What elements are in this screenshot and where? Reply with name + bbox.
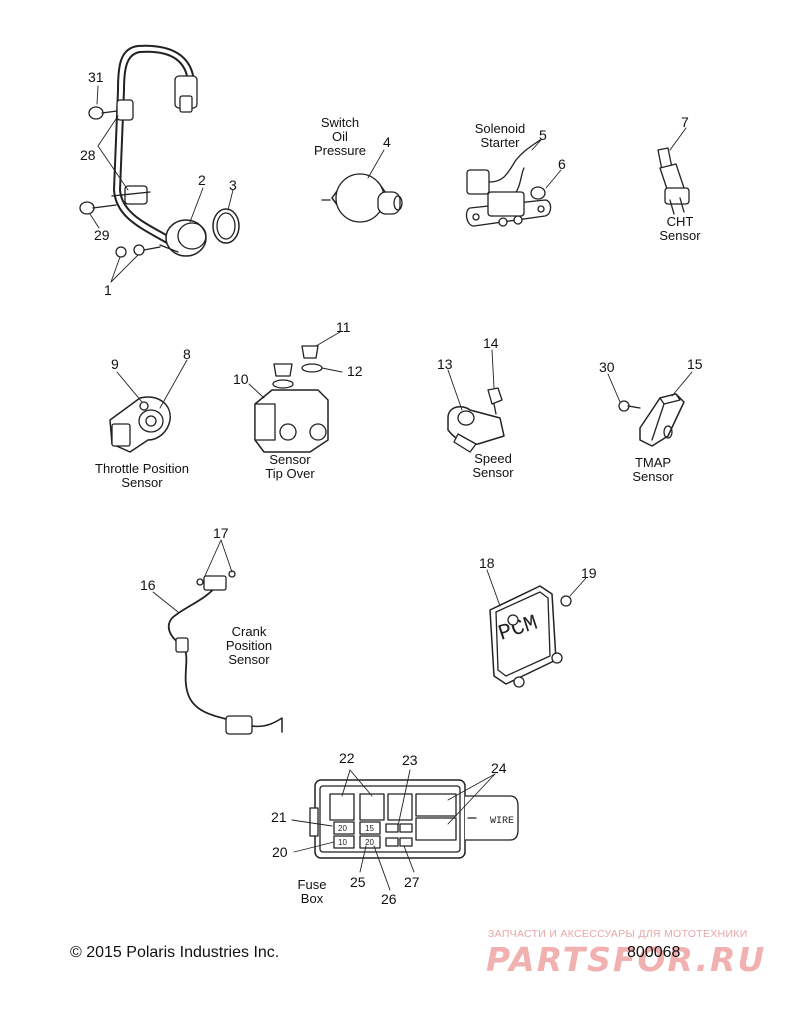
part-number-4: 4	[383, 134, 391, 150]
caption-tip-over-sensor: Sensor Tip Over	[265, 452, 315, 481]
part-number-6: 6	[558, 156, 566, 172]
part-number-24: 24	[491, 760, 507, 776]
part-number-14: 14	[483, 335, 499, 351]
watermark-logo: PARTSFOR.RU	[486, 940, 767, 979]
part-number-2: 2	[198, 172, 206, 188]
part-number-7: 7	[681, 114, 689, 130]
watermark-tagline: ЗАПЧАСТИ И АКСЕССУАРЫ ДЛЯ МОТОТЕХНИКИ	[488, 928, 748, 940]
o2-sensor-harness-drawing	[79, 44, 240, 258]
part-number-9: 9	[111, 356, 119, 372]
part-number-30: 30	[599, 359, 615, 375]
part-number-28: 28	[80, 147, 96, 163]
part-number-26: 26	[381, 891, 397, 907]
leader-lines	[89, 85, 693, 891]
caption-speed-sensor: Speed Sensor	[472, 451, 514, 480]
part-number-10: 10	[233, 371, 249, 387]
cht-sensor-drawing	[657, 147, 690, 215]
caption-tmap-sensor: TMAP Sensor	[632, 455, 674, 484]
fuse-rating-20b: 20	[365, 838, 374, 847]
caption-oil-pressure-switch: Switch Oil Pressure	[313, 115, 367, 158]
part-number-20: 20	[272, 844, 288, 860]
fuse-rating-20: 20	[338, 824, 347, 833]
part-number-16: 16	[140, 577, 156, 593]
oil-pressure-switch-drawing	[321, 173, 403, 223]
part-number-25: 25	[350, 874, 366, 890]
fuse-box-drawing: WIRE 20 15 10 20	[309, 779, 519, 859]
part-number-12: 12	[347, 363, 363, 379]
part-number-23: 23	[402, 752, 418, 768]
part-number-5: 5	[539, 127, 547, 143]
starter-solenoid-drawing	[465, 139, 552, 227]
part-number-19: 19	[581, 565, 597, 581]
caption-solenoid-starter: Solenoid Starter	[474, 121, 526, 150]
speed-sensor-drawing	[447, 387, 505, 453]
crank-position-sensor-drawing	[167, 570, 283, 735]
part-number-15: 15	[687, 356, 703, 372]
copyright-notice: © 2015 Polaris Industries Inc.	[70, 944, 280, 961]
caption-cht-sensor: CHT Sensor	[659, 214, 701, 243]
part-number-22: 22	[339, 750, 355, 766]
part-number-1: 1	[104, 282, 112, 298]
part-number-18: 18	[479, 555, 495, 571]
part-number-29: 29	[94, 227, 110, 243]
fuse-rating-15: 15	[365, 824, 374, 833]
fuse-rating-10: 10	[338, 838, 347, 847]
part-number-11: 11	[336, 319, 351, 335]
caption-throttle-position-sensor: Throttle Position Sensor	[95, 461, 189, 490]
tip-over-sensor-drawing	[254, 345, 329, 453]
part-number-27: 27	[404, 874, 420, 890]
part-number-21: 21	[271, 809, 287, 825]
part-number-8: 8	[183, 346, 191, 362]
part-number-3: 3	[229, 177, 237, 193]
caption-crank-position-sensor: Crank Position Sensor	[225, 624, 273, 667]
throttle-position-sensor-drawing	[109, 396, 171, 453]
tmap-sensor-drawing	[618, 393, 685, 447]
wire-label: WIRE	[490, 816, 514, 827]
pcm-module-drawing: PCM	[489, 585, 572, 688]
part-number-13: 13	[437, 356, 453, 372]
part-number-17: 17	[213, 525, 229, 541]
part-number-31: 31	[88, 69, 104, 85]
caption-fuse-box: Fuse Box	[297, 877, 327, 906]
diagram-part-number: 800068	[627, 944, 681, 961]
